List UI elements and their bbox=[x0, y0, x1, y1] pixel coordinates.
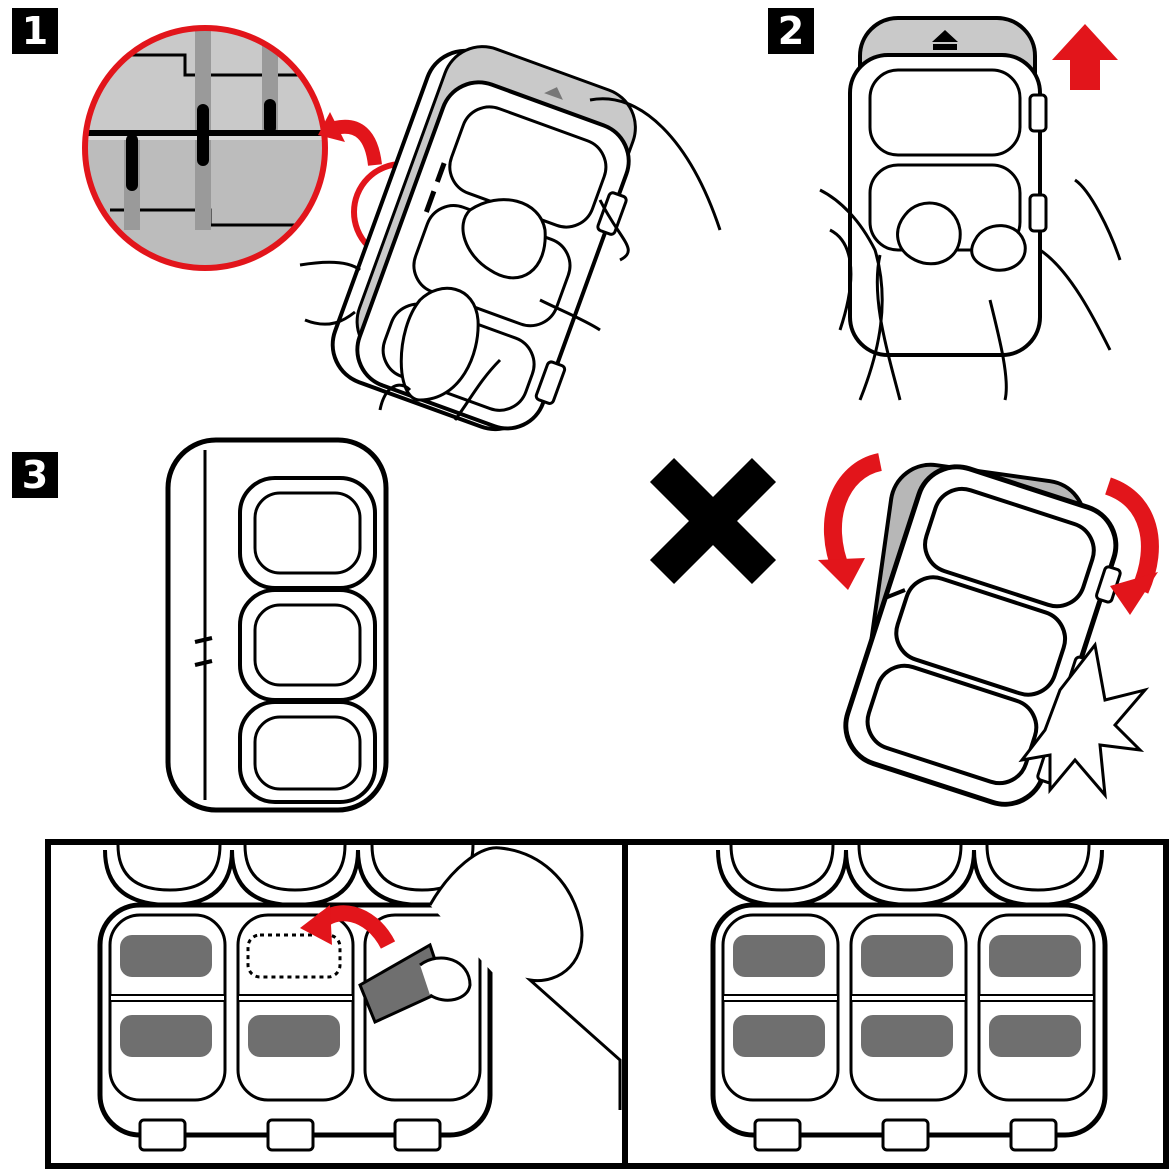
hand-right bbox=[589, 97, 722, 231]
magnifier-detail bbox=[82, 25, 328, 271]
curved-arrow-icon bbox=[823, 453, 883, 576]
zoom-arrow-icon bbox=[333, 119, 382, 167]
thumb-left bbox=[399, 286, 480, 402]
step-badge-2: 2 bbox=[768, 8, 814, 54]
thumb-right bbox=[461, 198, 547, 280]
step-badge-1: 1 bbox=[12, 8, 58, 54]
step-badge-3: 3 bbox=[12, 452, 58, 498]
panel-left bbox=[45, 839, 628, 1169]
burst-icon bbox=[1018, 641, 1150, 800]
x-mark-icon bbox=[649, 457, 777, 585]
up-arrow-icon bbox=[1052, 24, 1118, 90]
step3-closed-case bbox=[165, 437, 389, 813]
open-case-left bbox=[97, 845, 622, 1152]
step2-illustration bbox=[819, 16, 1122, 401]
curved-arrow-icon-2 bbox=[1104, 477, 1159, 594]
open-case-right bbox=[710, 845, 1108, 1152]
panel-right bbox=[622, 839, 1169, 1169]
step1-illustration bbox=[82, 25, 722, 432]
